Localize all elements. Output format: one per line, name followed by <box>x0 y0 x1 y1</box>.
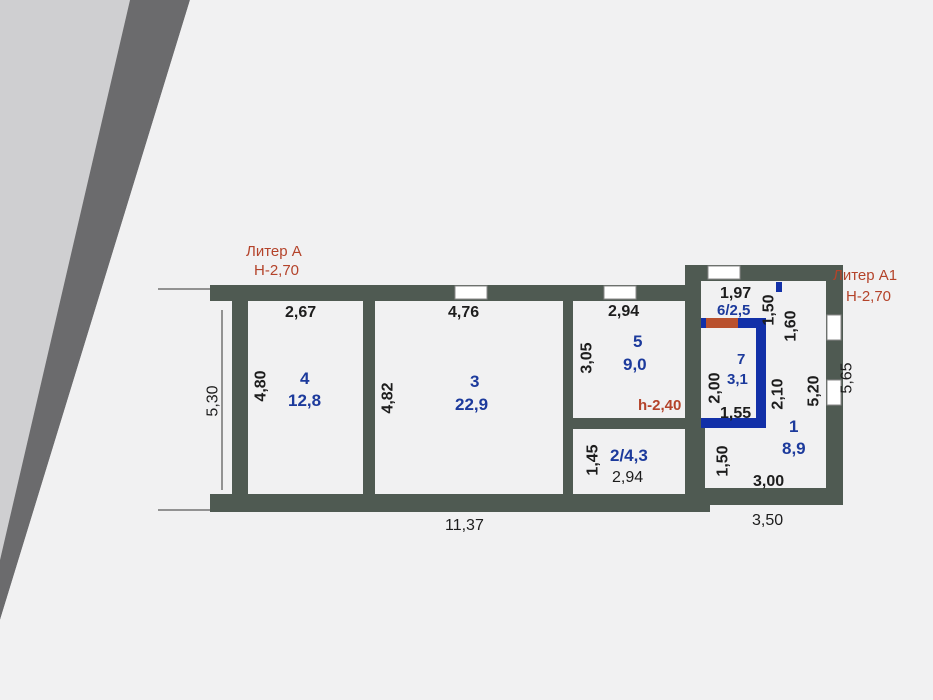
room-2-label: 2/4,3 <box>610 446 648 465</box>
dim-room5-height: 3,05 <box>578 342 596 374</box>
dim-room1-height: 5,20 <box>805 375 823 407</box>
litera-a-height: Н-2,70 <box>254 262 300 279</box>
litera-a1-label: Литер А1 <box>833 267 898 284</box>
dim-total-width: 11,37 <box>445 517 484 534</box>
windows <box>454 265 842 406</box>
dim-room6-side: 1,60 <box>782 310 800 342</box>
litera-a-label: Литер А <box>246 243 302 260</box>
dim-a1-width: 3,50 <box>752 512 784 529</box>
room-1-number: 1 <box>789 417 799 436</box>
dim-room1-width: 3,00 <box>753 473 785 490</box>
dim-room6-width: 1,97 <box>720 285 752 302</box>
room-3-number: 3 <box>470 372 480 391</box>
room-7-area: 3,1 <box>727 371 748 388</box>
dim-room3-height: 4,82 <box>379 382 397 414</box>
dim-room1-side: 1,50 <box>714 445 732 477</box>
litera-a1-height: Н-2,70 <box>846 288 892 305</box>
dim-room4-height: 4,80 <box>252 370 270 402</box>
dim-room7-side: 2,10 <box>769 378 787 410</box>
dim-room7-height: 2,00 <box>706 372 724 404</box>
room5-ceiling-height: h-2,40 <box>638 397 682 414</box>
dim-a1-height: 5,65 <box>838 362 856 394</box>
room-7-number: 7 <box>737 351 746 368</box>
dim-room2-width: 2,94 <box>612 469 644 486</box>
dim-room3-width: 4,76 <box>448 304 480 321</box>
room-4-area: 12,8 <box>288 391 322 410</box>
room-6-label: 6/2,5 <box>717 302 751 319</box>
dim-room6-height: 1,50 <box>760 294 778 326</box>
room-4-number: 4 <box>300 369 310 388</box>
dim-room7-width: 1,55 <box>720 405 752 422</box>
room-1-area: 8,9 <box>782 439 806 458</box>
room-5-number: 5 <box>633 332 643 351</box>
room-3-area: 22,9 <box>455 395 489 414</box>
dim-room4-width: 2,67 <box>285 304 317 321</box>
dim-room2-height: 1,45 <box>584 444 602 476</box>
room-5-area: 9,0 <box>623 355 647 374</box>
dim-total-height: 5,30 <box>204 385 222 417</box>
stair <box>706 318 738 328</box>
dim-room5-width: 2,94 <box>608 303 640 320</box>
dimension-lines <box>158 288 223 511</box>
